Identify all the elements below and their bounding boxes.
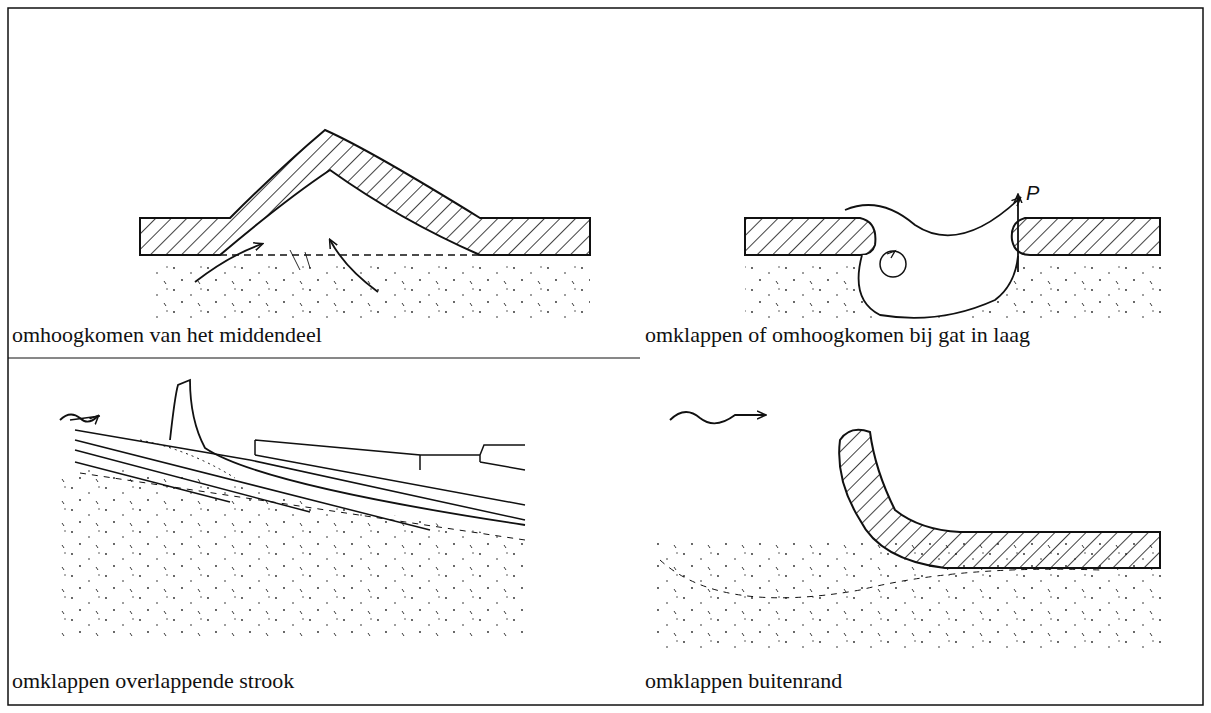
caption: omklappen overlappende strook xyxy=(12,668,294,694)
caption: omklappen buitenrand xyxy=(645,668,842,694)
caption: omhoogkomen van het middendeel xyxy=(12,322,322,348)
force-label: P xyxy=(1026,180,1039,206)
caption: omklappen of omhoogkomen bij gat in laag xyxy=(645,322,1030,348)
